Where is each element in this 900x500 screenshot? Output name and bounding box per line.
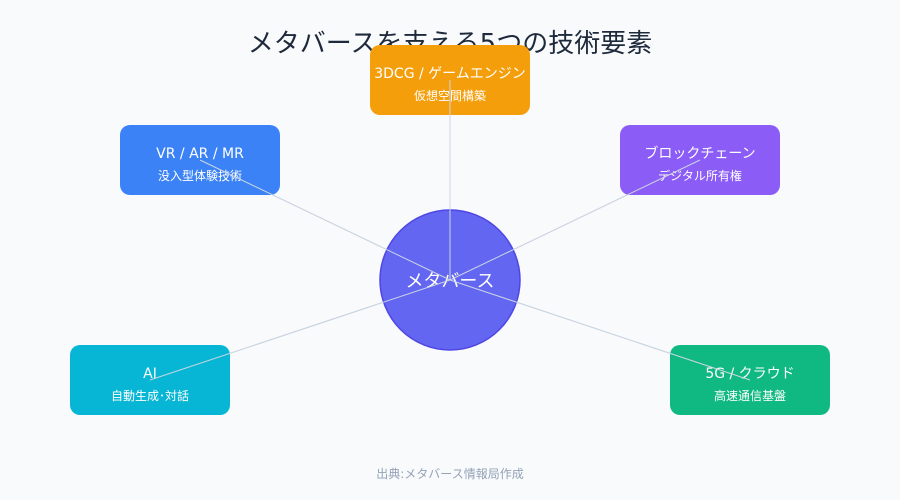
center-label: メタバース [405,271,494,292]
connector-overlay [149,80,751,381]
connector-ai-overlay [149,279,451,381]
node-blockchain-subtitle: デジタル所有権 [658,168,742,183]
connector-vr-overlay [199,159,451,281]
connector-5g-overlay [449,279,751,381]
node-ai-title: AI [143,366,157,382]
node-5g-subtitle: 高速通信基盤 [714,388,786,403]
node-3dcg-title: 3DCG / ゲームエンジン [374,66,526,82]
node-vr-subtitle: 没入型体験技術 [158,168,242,183]
node-vr-title: VR / AR / MR [156,146,244,162]
connector-blockchain-overlay [449,159,701,281]
source-note: 出典:メタバース情報局作成 [376,467,523,481]
node-5g-title: 5G / クラウド [705,366,794,382]
node-ai-subtitle: 自動生成･対話 [111,388,189,403]
node-blockchain-title: ブロックチェーン [644,145,755,162]
